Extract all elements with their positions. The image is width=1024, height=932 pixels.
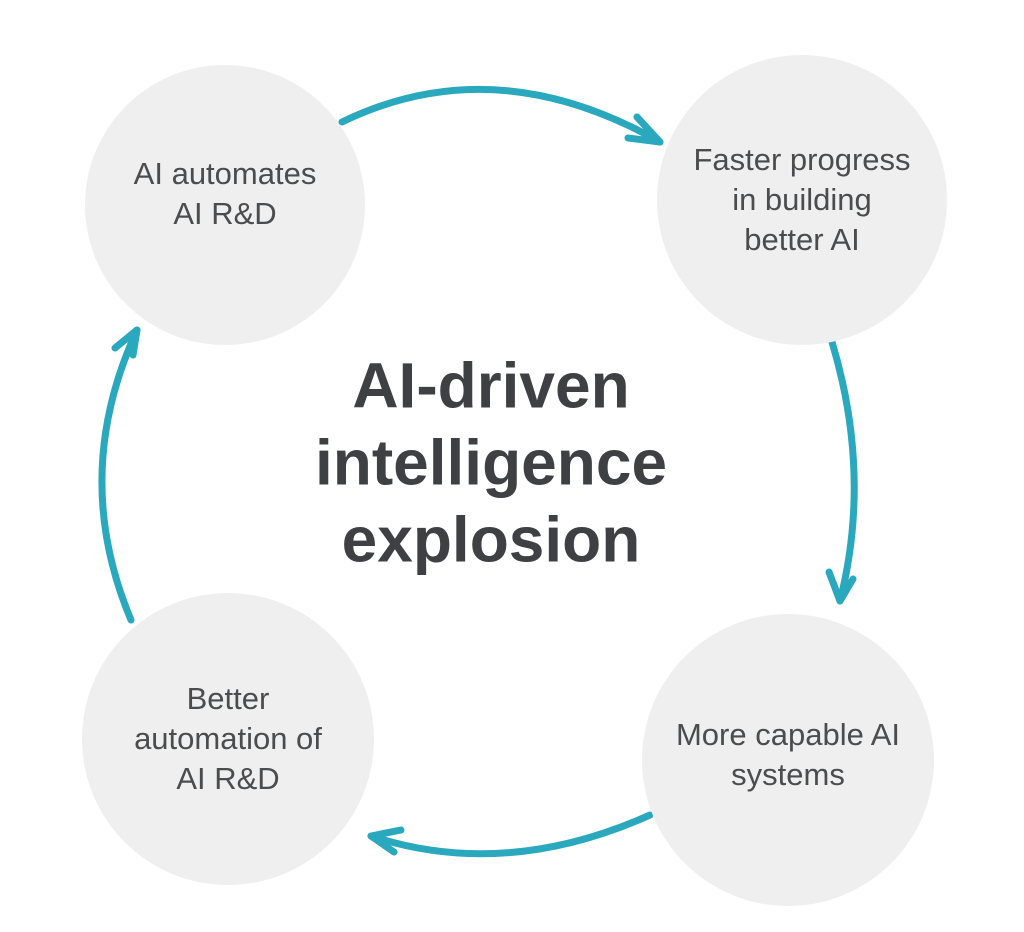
node-label: More capable AI systems bbox=[676, 715, 900, 795]
node-label-line: Faster progress bbox=[693, 142, 911, 177]
node-label-line: AI automates bbox=[133, 156, 317, 191]
arrow-right-head-icon bbox=[825, 568, 857, 605]
node-label: AI automates AI R&D bbox=[134, 154, 317, 234]
arrow-right-curve bbox=[828, 338, 858, 605]
arrow-top-right-to-bottom-right bbox=[825, 338, 858, 605]
arrow-top-curve bbox=[338, 85, 664, 146]
node-label: Faster progress in building better AI bbox=[693, 140, 910, 260]
arrow-left-curve bbox=[98, 326, 141, 624]
node-ai-automates: AI automates AI R&D bbox=[85, 65, 365, 345]
node-label: Better automation of AI R&D bbox=[134, 679, 322, 799]
arrow-bottom-left-to-top-left bbox=[98, 326, 141, 624]
arrow-top-head-icon bbox=[624, 113, 664, 146]
node-label-line: AI R&D bbox=[176, 761, 280, 796]
node-faster-progress: Faster progress in building better AI bbox=[657, 55, 947, 345]
diagram-title: AI-driven intelligence explosion bbox=[315, 348, 667, 579]
node-label-line: AI R&D bbox=[173, 196, 277, 231]
arrow-bottom-curve bbox=[367, 811, 654, 858]
diagram-title-line: explosion bbox=[341, 503, 641, 576]
node-label-line: More capable AI bbox=[675, 717, 901, 752]
arrow-top-left-to-top-right bbox=[338, 85, 664, 146]
arrow-left-head-icon bbox=[111, 326, 141, 359]
diagram-title-line: AI-driven bbox=[352, 349, 630, 422]
node-label-line: Better bbox=[186, 681, 270, 716]
node-more-capable-ai: More capable AI systems bbox=[642, 614, 934, 906]
node-better-automation: Better automation of AI R&D bbox=[82, 593, 374, 885]
arrow-bottom-right-to-bottom-left bbox=[367, 811, 654, 858]
diagram-title-line: intelligence bbox=[314, 426, 668, 499]
node-label-line: systems bbox=[731, 757, 845, 792]
node-label-line: automation of bbox=[134, 721, 322, 756]
node-label-line: better AI bbox=[744, 222, 860, 257]
arrow-bottom-head-icon bbox=[367, 826, 405, 856]
node-label-line: in building bbox=[732, 182, 872, 217]
